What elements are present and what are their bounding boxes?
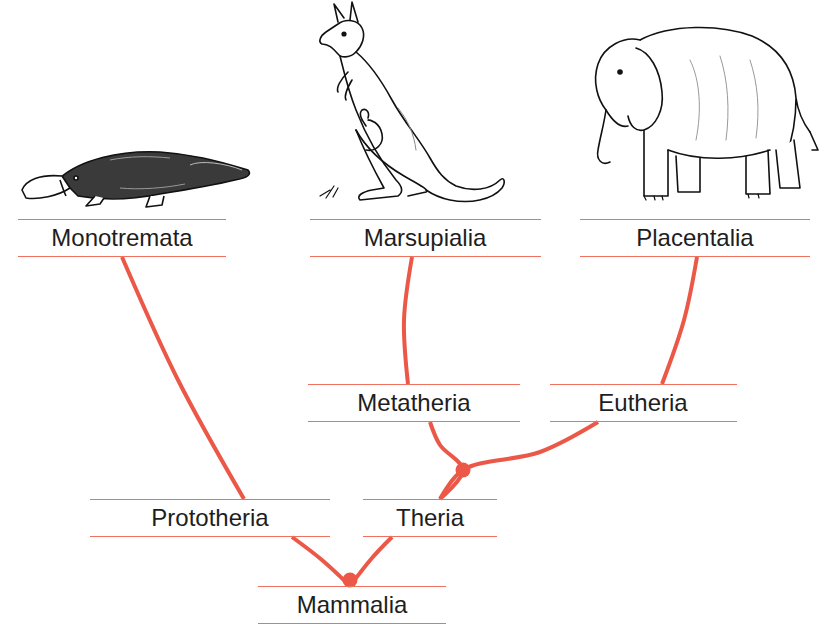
taxon-band: Metatheria xyxy=(308,384,520,422)
taxon-band: Marsupialia xyxy=(310,219,541,257)
taxon-name: Prototheria xyxy=(151,506,268,530)
clade-branch xyxy=(440,422,598,499)
clade-branch xyxy=(662,257,697,384)
clade-branch xyxy=(292,537,350,586)
taxon-band: Eutheria xyxy=(550,384,737,422)
kangaroo-drawing xyxy=(320,2,504,202)
taxon-name: Monotremata xyxy=(51,226,192,250)
clade-branch xyxy=(404,257,412,384)
taxon-band: Monotremata xyxy=(18,219,226,257)
branch-dot xyxy=(343,573,358,588)
taxon-band: Mammalia xyxy=(258,586,446,624)
branch-dot xyxy=(456,463,471,478)
taxon-name: Metatheria xyxy=(357,391,470,415)
taxon-band: Prototheria xyxy=(90,499,330,537)
taxon-name: Eutheria xyxy=(598,391,687,415)
taxon-band: Placentalia xyxy=(580,219,810,257)
elephant-drawing xyxy=(596,27,818,200)
taxon-name: Placentalia xyxy=(636,226,753,250)
branch-dots xyxy=(343,463,471,588)
taxon-name: Mammalia xyxy=(297,593,408,617)
platypus-drawing xyxy=(22,152,249,207)
taxon-name: Marsupialia xyxy=(364,226,487,250)
taxon-band: Theria xyxy=(363,499,497,537)
taxon-name: Theria xyxy=(396,506,464,530)
clade-branch xyxy=(122,257,244,499)
